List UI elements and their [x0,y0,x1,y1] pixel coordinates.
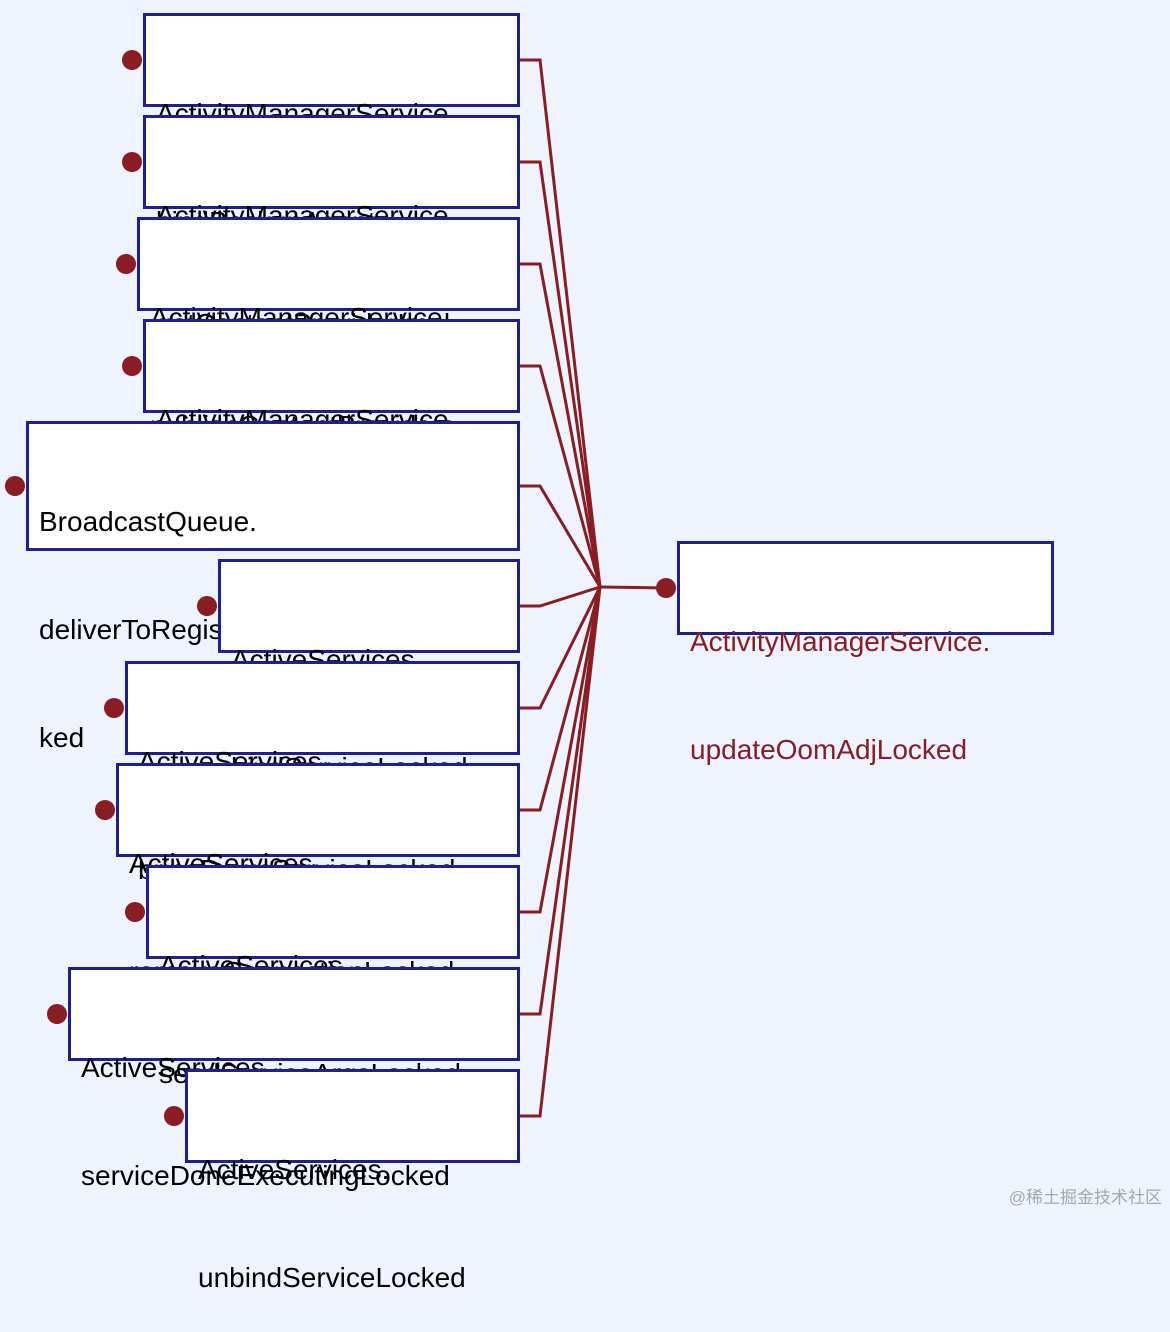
caller-node-get-content-provider-impl[interactable]: ActivityManagerService. getContentProvid… [143,115,520,339]
caller-node-bind-backup-agent[interactable]: ActivityManagerService. bindBackupAgent [143,13,520,237]
caller-method: unbindServiceLocked [198,1262,466,1293]
caller-dot-4 [5,476,25,496]
caller-class: ActiveServices. [198,1154,390,1185]
edge-caller-3 [520,364,602,588]
caller-dot-9 [47,1004,67,1024]
edge-caller-7 [520,586,602,812]
caller-dot-3 [122,356,142,376]
edge-caller-9 [520,586,602,1016]
caller-dot-8 [125,902,145,922]
edge-caller-2 [520,262,602,588]
caller-node-service-done-executing-locked[interactable]: ActiveServices. serviceDoneExecutingLock… [68,967,520,1191]
caller-node-send-service-args-locked[interactable]: ActiveServices. sendServiceArgsLocked [146,865,520,1089]
edge-caller-8 [520,586,602,914]
edge-caller-6 [520,586,602,710]
target-method: updateOomAdjLocked [690,734,968,765]
caller-node-remove-connection-locked[interactable]: ActiveServices. removeConnectionLocked [116,763,520,987]
edge-to-target [599,585,667,590]
caller-dot-2 [116,254,136,274]
caller-dot-7 [95,800,115,820]
caller-node-publish-content-providers[interactable]: ActivityManagerService. publishContentPr… [137,217,520,441]
caller-dot-5 [197,596,217,616]
caller-class: BroadcastQueue. [39,506,257,537]
edge-caller-5 [520,585,601,608]
caller-dot-6 [104,698,124,718]
caller-dot-0 [122,50,142,70]
caller-node-bring-down-service-locked[interactable]: ActiveServices. bringDownServiceLocked [125,661,520,885]
caller-node-bind-service-locked[interactable]: ActiveServices. bindServiceLocked [218,559,520,783]
caller-node-deliver-to-registered-receiver[interactable]: BroadcastQueue. deliverToRegisteredRecei… [26,421,520,753]
caller-node-unbind-service-locked[interactable]: ActiveServices. unbindServiceLocked [185,1069,520,1293]
edge-caller-0 [520,58,602,588]
edge-caller-10 [520,586,602,1118]
caller-method-cont: ked [39,722,85,753]
target-class: ActivityManagerService. [690,626,991,657]
target-node-update-oom-adj-locked[interactable]: ActivityManagerService. updateOomAdjLock… [677,541,1054,765]
caller-method: serviceDoneExecutingLocked [81,1160,450,1191]
caller-node-unbind-backup-agent[interactable]: ActivityManagerService. unbindBackupAgen… [143,319,520,543]
caller-dot-1 [122,152,142,172]
caller-dot-10 [164,1106,184,1126]
connector-lines [520,58,667,1118]
edge-caller-4 [520,484,602,588]
edge-caller-1 [520,160,602,588]
watermark: @稀土掘金技术社区 [1008,1188,1162,1207]
target-dot [656,578,676,598]
